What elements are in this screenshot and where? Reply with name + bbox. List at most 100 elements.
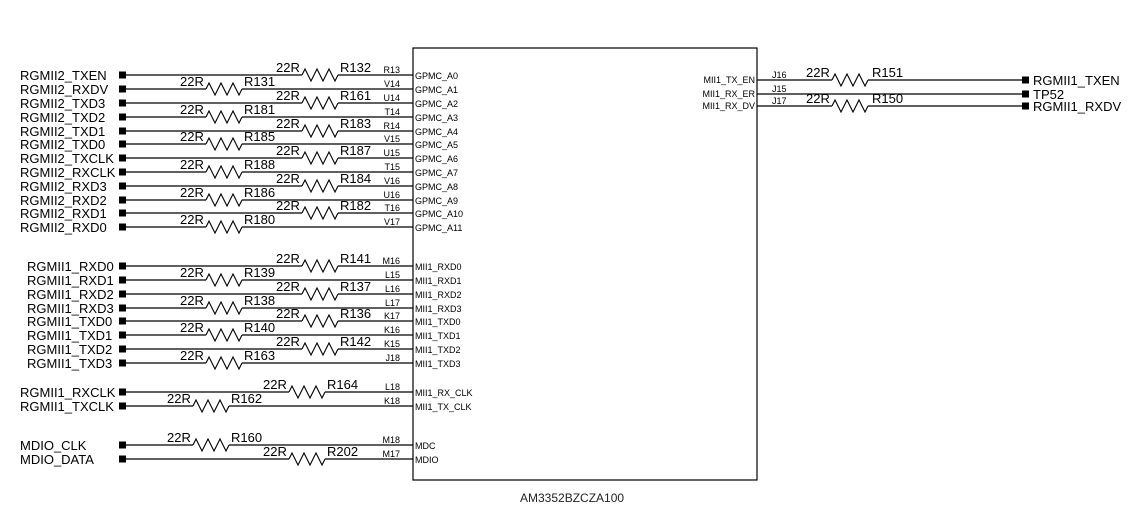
net-label: RGMII2_RXD2 — [20, 193, 107, 208]
resistor-value: 22R — [276, 143, 300, 158]
connector-terminal — [119, 140, 126, 148]
resistor-ref: R181 — [244, 102, 275, 117]
net-label: RGMII2_RXCLK — [20, 165, 116, 180]
resistor-value: 22R — [806, 65, 830, 80]
resistor-symbol — [301, 95, 339, 111]
resistor-symbol — [288, 384, 326, 400]
pin-label: MII1_TX_EN — [703, 75, 755, 85]
net-label: RGMII1_TXD1 — [27, 328, 112, 343]
resistor-ref: R136 — [340, 306, 371, 321]
connector-terminal — [119, 196, 126, 204]
resistor-symbol — [288, 451, 326, 467]
net-label: MDIO_DATA — [20, 452, 94, 467]
net-label: RGMII1_RXD2 — [27, 287, 114, 302]
ball-label: L18 — [385, 382, 400, 392]
connector-terminal — [119, 85, 126, 93]
net-label: RGMII1_RXDV — [1033, 99, 1121, 114]
connector-terminal — [119, 441, 126, 449]
ball-label: V16 — [384, 176, 400, 186]
resistor-symbol — [301, 313, 339, 329]
resistor-ref: R139 — [244, 265, 275, 280]
net-label: RGMII2_TXEN — [20, 68, 107, 83]
resistor-ref: R161 — [340, 88, 371, 103]
net-label: RGMII1_TXCLK — [20, 399, 114, 414]
resistor-ref: R160 — [231, 430, 262, 445]
pin-label: GPMC_A4 — [415, 127, 458, 137]
resistor-symbol — [192, 437, 230, 453]
resistor-symbol — [301, 341, 339, 357]
pin-label: MII1_RXD0 — [415, 262, 462, 272]
net-label: RGMII2_TXCLK — [20, 151, 114, 166]
connector-terminal — [119, 71, 126, 79]
ball-label: L17 — [385, 298, 400, 308]
resistor-ref: R150 — [872, 91, 903, 106]
connector-terminal — [119, 290, 126, 298]
resistor-symbol — [205, 109, 243, 125]
resistor-value: 22R — [276, 306, 300, 321]
ball-label: M18 — [382, 435, 400, 445]
pin-label: GPMC_A9 — [415, 196, 458, 206]
resistor-ref: R162 — [231, 391, 262, 406]
ball-label: K16 — [384, 325, 400, 335]
resistor-ref: R132 — [340, 60, 371, 75]
connector-terminal — [119, 304, 126, 312]
resistor-symbol — [301, 150, 339, 166]
pin-label: GPMC_A8 — [415, 182, 458, 192]
resistor-value: 22R — [180, 212, 204, 227]
pin-label: GPMC_A6 — [415, 154, 458, 164]
pin-label: GPMC_A2 — [415, 99, 458, 109]
resistor-symbol — [205, 81, 243, 97]
resistor-symbol — [831, 72, 869, 88]
pin-label: MDIO — [415, 455, 439, 465]
connector-terminal — [119, 402, 126, 410]
net-label: RGMII2_TXD1 — [20, 124, 105, 139]
resistor-symbol — [301, 123, 339, 139]
resistor-value: 22R — [167, 391, 191, 406]
resistor-ref: R188 — [244, 157, 275, 172]
net-label: RGMII1_RXCLK — [20, 385, 116, 400]
net-label: RGMII2_RXD0 — [20, 220, 107, 235]
resistor-value: 22R — [276, 198, 300, 213]
connector-terminal — [1022, 90, 1029, 98]
resistor-ref: R187 — [340, 143, 371, 158]
pin-label: MII1_TXD2 — [415, 345, 461, 355]
resistor-value: 22R — [180, 74, 204, 89]
pin-label: MII1_RX_DV — [702, 101, 755, 111]
ball-label: K15 — [384, 339, 400, 349]
pin-label: GPMC_A3 — [415, 113, 458, 123]
resistor-ref: R180 — [244, 212, 275, 227]
resistor-symbol — [205, 272, 243, 288]
pin-label: GPMC_A0 — [415, 71, 458, 81]
resistor-ref: R151 — [872, 65, 903, 80]
ball-label: T15 — [384, 162, 400, 172]
ball-label: R14 — [383, 121, 400, 131]
ball-label: U16 — [383, 190, 400, 200]
resistor-symbol — [301, 258, 339, 274]
resistor-value: 22R — [180, 320, 204, 335]
resistor-ref: R131 — [244, 74, 275, 89]
pin-label: MII1_TXD3 — [415, 359, 461, 369]
resistor-value: 22R — [180, 102, 204, 117]
pin-label: GPMC_A1 — [415, 85, 458, 95]
connector-terminal — [119, 262, 126, 270]
pin-label: MII1_TXD1 — [415, 331, 461, 341]
resistor-ref: R137 — [340, 279, 371, 294]
connector-terminal — [119, 223, 126, 231]
connector-terminal — [119, 455, 126, 463]
connector-terminal — [1022, 76, 1029, 84]
resistor-ref: R163 — [244, 348, 275, 363]
resistor-value: 22R — [180, 348, 204, 363]
